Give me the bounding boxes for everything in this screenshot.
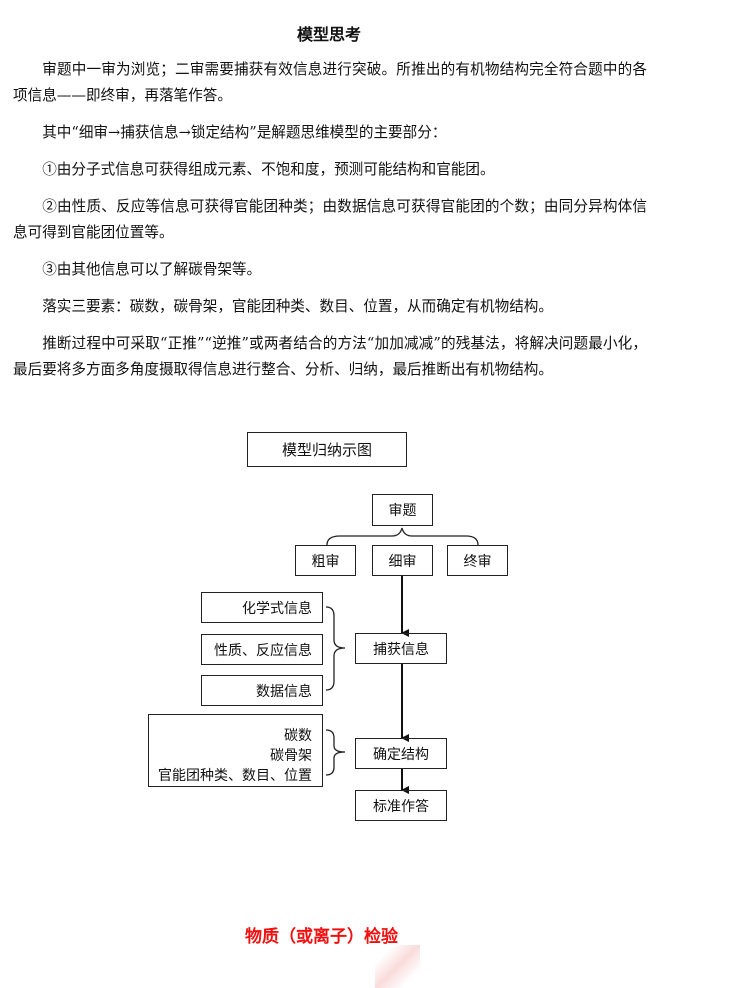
- element-item: 碳数: [284, 728, 312, 744]
- paragraph: 其中“细审→捕获信息→锁定结构”是解题思维模型的主要部分：: [42, 124, 447, 141]
- info-source-box: 化学式信息: [201, 592, 323, 623]
- paragraph: ②由性质、反应等信息可获得官能团种类；由数据信息可获得官能团的个数；由同分异构体…: [13, 198, 647, 241]
- paragraph: 推断过程中可采取“正推”“逆推”或两者结合的方法“加加减减”的残基法，将解决问题…: [13, 335, 647, 378]
- answer-box: 标准作答: [355, 790, 447, 821]
- element-item: 碳骨架: [270, 748, 312, 764]
- elements-brace: [325, 729, 346, 776]
- diagram-title: 模型归纳示图: [247, 432, 407, 467]
- root-box: 审题: [372, 494, 433, 526]
- info-source-box: 性质、反应信息: [201, 634, 323, 665]
- branch-box: 粗审: [295, 545, 356, 576]
- branch-box: 细审: [372, 545, 433, 576]
- page-title: 模型思考: [296, 25, 361, 44]
- decorative-smear: [375, 945, 420, 988]
- body-text: 审题中一审为浏览；二审需要捕获有效信息进行突破。所推出的有机物结构完全符合题中的…: [13, 57, 647, 394]
- element-item: 官能团种类、数目、位置: [158, 768, 312, 784]
- info-source-box: 数据信息: [201, 675, 323, 706]
- paragraph: 落实三要素：碳数，碳骨架，官能团种类、数目、位置，从而确定有机物结构。: [42, 298, 553, 315]
- branch-brace: [326, 527, 479, 546]
- determine-box: 确定结构: [355, 738, 447, 769]
- section-heading: 物质（或离子）检验: [245, 927, 398, 947]
- paragraph: ③由其他信息可以了解碳骨架等。: [42, 261, 262, 278]
- info-brace: [325, 606, 346, 691]
- capture-box: 捕获信息: [355, 633, 447, 664]
- branch-box: 终审: [447, 545, 508, 576]
- paragraph: ①由分子式信息可获得组成元素、不饱和度，预测可能结构和官能团。: [42, 161, 495, 178]
- paragraph: 审题中一审为浏览；二审需要捕获有效信息进行突破。所推出的有机物结构完全符合题中的…: [13, 61, 647, 104]
- elements-box: 碳数 碳骨架 官能团种类、数目、位置: [148, 714, 323, 787]
